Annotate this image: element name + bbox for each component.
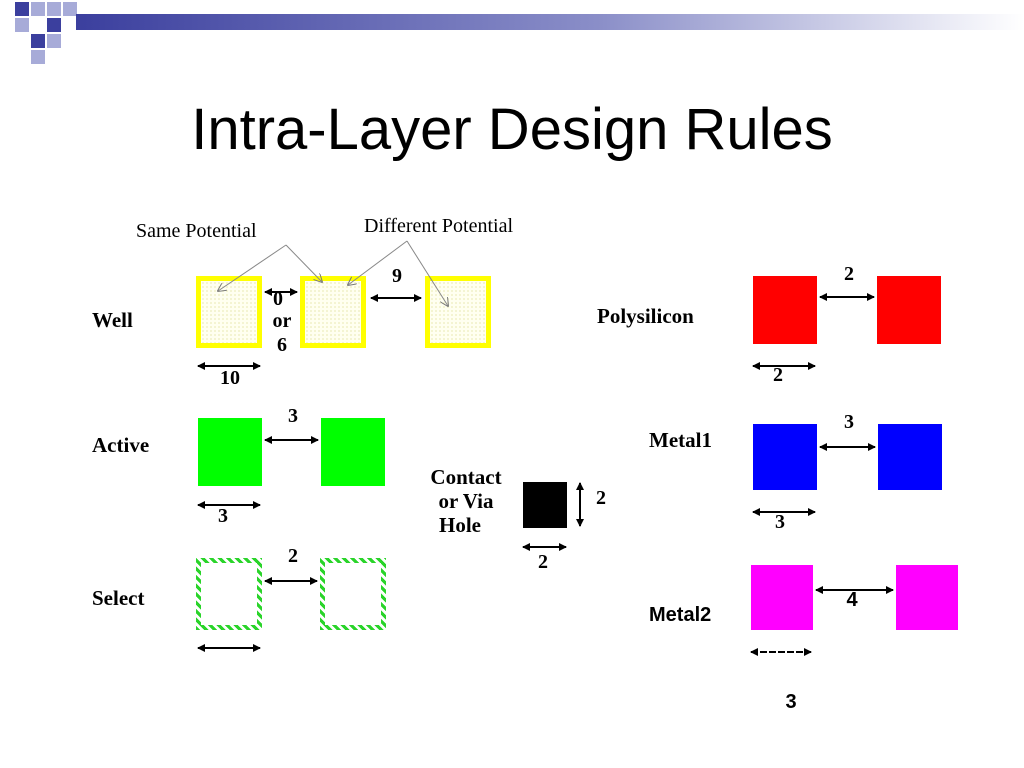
active-label: Active <box>92 433 150 457</box>
header-banner <box>76 14 1024 30</box>
well-label: Well <box>92 308 133 332</box>
decor-square <box>47 34 61 48</box>
well-box-2 <box>300 276 366 348</box>
contact-box <box>523 482 567 528</box>
contact-label-line-1: Contact <box>430 465 502 489</box>
well-spacing-same-2: or <box>272 310 292 332</box>
active-box-1 <box>198 418 262 486</box>
polysilicon-box-1 <box>753 276 817 344</box>
well-box-1 <box>196 276 262 348</box>
well-box-3 <box>425 276 491 348</box>
decor-square <box>31 2 45 16</box>
metal2-label: Metal2 <box>649 604 712 626</box>
same-potential-leaders <box>218 244 322 291</box>
well-width: 10 <box>220 367 240 389</box>
leader-line <box>348 240 408 285</box>
decor-square <box>15 18 29 32</box>
different-potential-leaders <box>348 240 448 306</box>
decor-square <box>63 2 77 16</box>
metal2-box-2 <box>896 565 958 630</box>
active-width: 3 <box>218 505 228 527</box>
leader-line <box>406 240 448 306</box>
well-spacing-same-3: 6 <box>277 334 287 356</box>
metal1-spacing: 3 <box>844 411 854 433</box>
polysilicon-width: 2 <box>773 364 783 386</box>
select-label: Select <box>92 586 145 610</box>
active-box-2 <box>321 418 385 486</box>
polysilicon-spacing: 2 <box>844 263 854 285</box>
decor-square <box>31 50 45 64</box>
slide-title: Intra-Layer Design Rules <box>191 97 833 162</box>
contact-label: Contact or Via Hole <box>416 465 516 537</box>
decor-square <box>15 2 29 16</box>
contact-height: 2 <box>596 487 606 509</box>
metal1-width: 3 <box>775 511 785 533</box>
select-box-2 <box>320 558 386 630</box>
leader-line <box>285 244 322 282</box>
select-spacing: 2 <box>288 545 298 567</box>
leader-line <box>218 244 287 291</box>
contact-label-line-3: Hole <box>439 513 481 537</box>
well-spacing-diff: 9 <box>392 265 402 287</box>
metal2-spacing: 4 <box>846 589 858 611</box>
metal1-box-2 <box>878 424 942 490</box>
decor-square <box>47 2 61 16</box>
polysilicon-box-2 <box>877 276 941 344</box>
well-spacing-same-1: 0 <box>273 288 283 310</box>
different-potential-annotation: Different Potential <box>364 215 514 237</box>
metal2-box-1 <box>751 565 813 630</box>
active-spacing: 3 <box>288 405 298 427</box>
metal1-box-1 <box>753 424 817 490</box>
select-box-1 <box>196 558 262 630</box>
metal1-label: Metal1 <box>649 428 712 452</box>
decor-square <box>47 18 61 32</box>
same-potential-annotation: Same Potential <box>136 220 257 242</box>
polysilicon-label: Polysilicon <box>597 304 694 328</box>
decor-square <box>31 34 45 48</box>
contact-width: 2 <box>538 551 548 573</box>
metal2-width: 3 <box>785 691 797 713</box>
contact-label-line-2: or Via <box>438 489 494 513</box>
